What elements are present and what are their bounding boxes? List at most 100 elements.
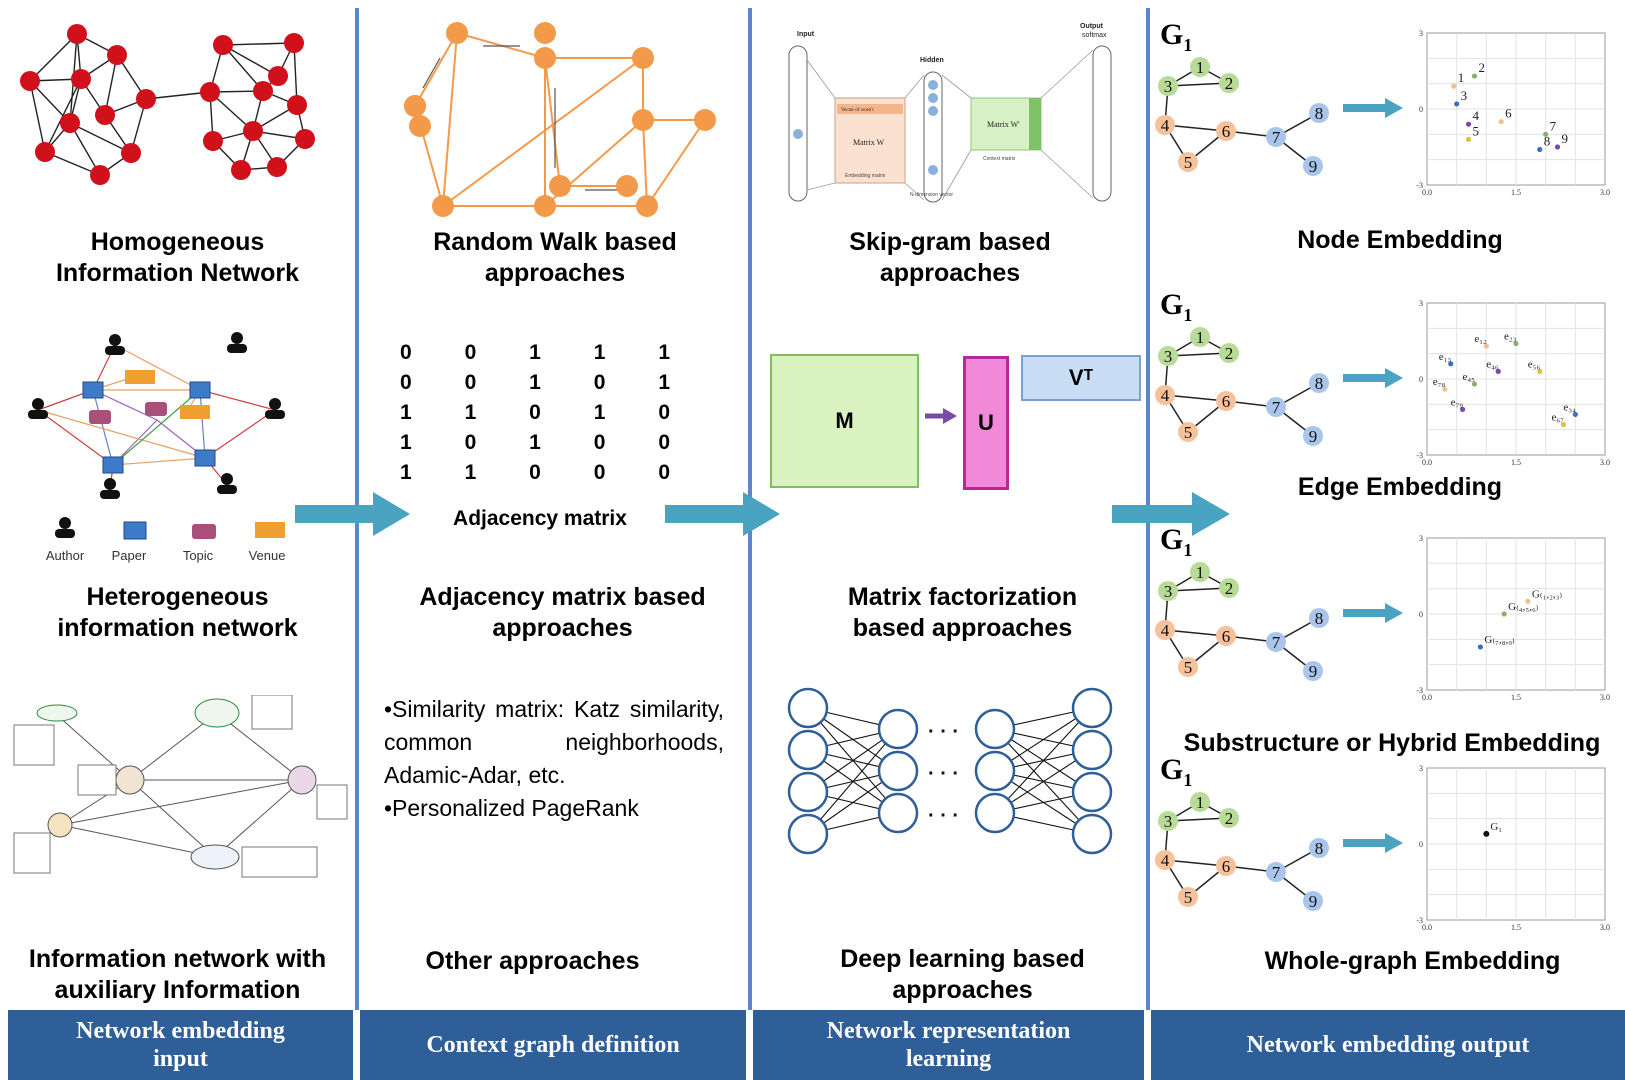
heterogeneous-caption: Heterogeneous information network (57, 583, 298, 642)
matrix-cell: 0 (529, 461, 541, 484)
scatter-point-label: e₇₈ (1433, 376, 1446, 388)
graph-edge (1167, 352, 1230, 357)
legend-author: Author (45, 548, 85, 563)
skip-gram-caption: Skip-gram based approaches (849, 228, 1051, 287)
graph-edge (1167, 587, 1230, 592)
footer-output: Network embedding output (1151, 1010, 1625, 1080)
scatter-point (1483, 830, 1490, 837)
graph-node-label: 6 (1222, 857, 1231, 876)
x-tick-label: 1.5 (1511, 923, 1521, 930)
graph-node-label: 1 (1196, 58, 1205, 77)
matrix-cell: 0 (593, 371, 606, 394)
scatter-point (1460, 406, 1466, 412)
scatter-point-label: e₇₉ (1451, 396, 1464, 408)
legend-paper: Paper (111, 548, 147, 563)
scatter-point-label: G₍₁,₂,₃₎ (1532, 588, 1563, 600)
x-tick-label: 0.0 (1422, 458, 1432, 465)
graph-node-label: 2 (1225, 579, 1234, 598)
graph-node-label: 6 (1222, 627, 1231, 646)
y-tick-label: 0 (1419, 105, 1423, 114)
x-tick-label: 1.5 (1511, 188, 1521, 195)
whole-graph-embedding-caption: Whole-graph Embedding (1264, 947, 1561, 975)
graph-node-label: 5 (1184, 153, 1193, 172)
nn-edge (994, 707, 1093, 814)
x-tick-label: 0.0 (1422, 693, 1432, 700)
graph-title: G1 (1160, 753, 1192, 791)
skipgram-softmax-label: softmax (1082, 32, 1107, 39)
y-tick-label: 0 (1419, 610, 1423, 619)
graph-node-label: 5 (1184, 888, 1193, 907)
matrix-cell: 1 (658, 371, 670, 394)
graph-node-label: 8 (1315, 374, 1324, 393)
matrix-cell: 1 (400, 461, 412, 484)
scatter-point-label: G₁ (1490, 821, 1502, 833)
scatter-point (1501, 611, 1507, 617)
x-tick-label: 3.0 (1600, 188, 1610, 195)
scatter-point (1442, 386, 1448, 392)
graph-node-label: 2 (1225, 809, 1234, 828)
graph-node (1216, 121, 1236, 141)
matrix-factorization-caption: Matrix factorization based approaches (847, 583, 1078, 642)
y-tick-label: 3 (1419, 534, 1423, 543)
random-walk-caption: Random Walk based approaches (433, 228, 677, 287)
graph-node-label: 2 (1225, 344, 1234, 363)
scatter-point-label: e₅₆ (1528, 358, 1541, 370)
x-tick-label: 0.0 (1422, 923, 1432, 930)
nn-edge (807, 728, 899, 835)
skip-gram-diagram: Input Hidden Output softmax Matrix W Mat… (788, 23, 1112, 203)
graph-node-label: 5 (1184, 423, 1193, 442)
graph-node-label: 3 (1164, 812, 1173, 831)
graph-title-sub: 1 (1183, 770, 1193, 790)
scatter-point-label: 7 (1550, 118, 1557, 133)
scatter-point-label: 2 (1478, 60, 1485, 75)
skipgram-matrix-w2: Matrix W' (987, 120, 1020, 129)
nn-dots-2: · · · (928, 763, 959, 785)
graph-node-label: 9 (1309, 427, 1318, 446)
edge-embedding-caption: Edge Embedding (1297, 473, 1503, 501)
matrix-cell: 1 (400, 401, 412, 424)
legend-venue: Venue (248, 548, 286, 563)
scatter-point (1448, 361, 1454, 367)
homogeneous-caption: Homogeneous Information Network (55, 228, 300, 287)
nn-dots-3: · · · (928, 805, 959, 827)
matrix-cell: 0 (593, 461, 606, 484)
scatter-point-label: e₃₄ (1563, 401, 1576, 413)
footer-context: Context graph definition (360, 1010, 746, 1080)
matrix-cell: 1 (529, 341, 541, 364)
graph-node (1190, 57, 1210, 77)
graph-node (1219, 578, 1239, 598)
graph-node (1266, 632, 1286, 652)
graph-node (1190, 327, 1210, 347)
scatter-point (1471, 381, 1478, 387)
x-tick-label: 0.0 (1422, 188, 1432, 195)
graph-node-label: 7 (1272, 398, 1281, 417)
skipgram-hidden-label: Hidden (920, 57, 944, 64)
homogeneous-network-graph (20, 24, 315, 185)
y-tick-label: -3 (1416, 451, 1423, 460)
small-arrow (1343, 368, 1403, 388)
graph-node (1178, 422, 1198, 442)
matrix-cell: 0 (400, 371, 412, 394)
graph-node-label: 3 (1164, 582, 1173, 601)
graph-node (1303, 426, 1323, 446)
skipgram-n-dim: N-dimension vector (910, 192, 953, 198)
other-approaches-text: •Similarity matrix: Katz similarity, com… (384, 696, 724, 821)
matrix-cell: 0 (400, 341, 412, 364)
graph-node (1309, 838, 1329, 858)
x-tick-label: 1.5 (1511, 458, 1521, 465)
y-tick-label: 3 (1419, 29, 1423, 38)
graph-node-label: 3 (1164, 77, 1173, 96)
y-tick-label: -3 (1416, 181, 1423, 190)
graph-node (1216, 391, 1236, 411)
graph-node (1303, 156, 1323, 176)
skipgram-matrix-w: Matrix W (853, 138, 885, 147)
graph-node (1219, 808, 1239, 828)
scatter-point (1498, 119, 1504, 125)
scatter-point-label: 8 (1544, 134, 1551, 149)
graph-node (1155, 850, 1175, 870)
scatter-point (1483, 343, 1489, 349)
